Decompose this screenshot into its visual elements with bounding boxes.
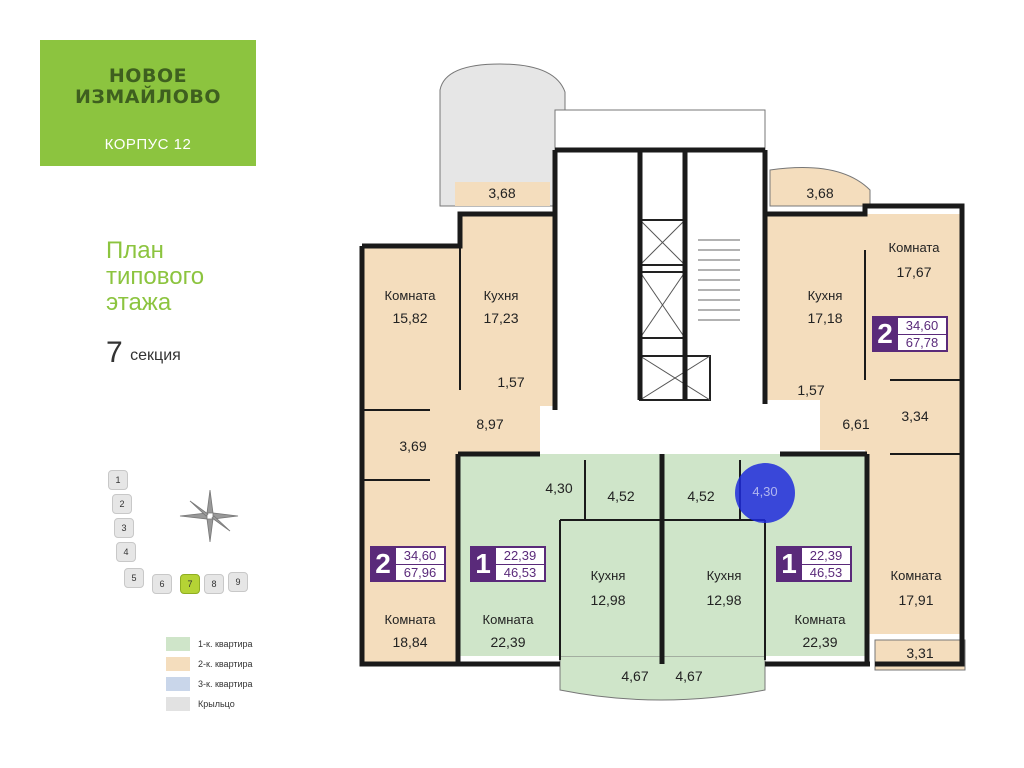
rooms-count: 1 <box>776 546 802 582</box>
bath-area: 3,34 <box>901 408 929 424</box>
logo-line-1: новое <box>108 65 188 87</box>
room-label: Комната <box>890 568 942 583</box>
kitchen-area: 17,23 <box>483 310 519 326</box>
living-area: 34,60 <box>396 548 444 565</box>
building-key-map: 1 2 3 4 5 6 7 8 9 <box>100 460 270 600</box>
room-area: 18,84 <box>392 634 428 650</box>
legend-item: 1-к. квартира <box>166 634 253 654</box>
compass-rose-icon <box>179 489 239 543</box>
kitchen-area: 12,98 <box>706 592 742 608</box>
bath-area: 3,69 <box>399 438 427 454</box>
key-block-6[interactable]: 6 <box>152 574 172 594</box>
plan-title: План типового этажа <box>106 237 205 316</box>
kitchen-label: Кухня <box>590 568 626 583</box>
room-label: Комната <box>384 612 436 627</box>
legend-swatch <box>166 657 190 671</box>
total-area: 46,53 <box>809 564 843 580</box>
legend-item: Крыльцо <box>166 694 253 714</box>
room-area: 17,91 <box>898 592 934 608</box>
key-block-4[interactable]: 4 <box>116 542 136 562</box>
brand-logo: новое измайлово корпус 12 <box>40 40 256 166</box>
marker-hall-area: 4,30 <box>752 484 778 499</box>
balcony-area: 4,67 <box>675 668 703 684</box>
living-area: 22,39 <box>802 548 850 565</box>
kitchen-area: 12,98 <box>590 592 626 608</box>
rooms-count: 1 <box>470 546 496 582</box>
hall-area: 4,30 <box>545 480 573 496</box>
legend-swatch <box>166 637 190 651</box>
wc-area: 1,57 <box>497 374 525 390</box>
key-block-5[interactable]: 5 <box>124 568 144 588</box>
room-area: 22,39 <box>490 634 526 650</box>
logo-building: корпус 12 <box>104 136 192 153</box>
logo-line-2: измайлово <box>75 86 221 108</box>
key-block-9[interactable]: 9 <box>228 572 248 592</box>
room-area: 17,67 <box>896 264 932 280</box>
key-block-3[interactable]: 3 <box>114 518 134 538</box>
room-area: 22,39 <box>802 634 838 650</box>
kitchen-label: Кухня <box>706 568 742 583</box>
wc-area: 1,57 <box>797 382 825 398</box>
legend-item: 3-к. квартира <box>166 674 253 694</box>
room-label: Комната <box>794 612 846 627</box>
bath-area: 4,52 <box>607 488 635 504</box>
room-label: Комната <box>888 240 940 255</box>
legend: 1-к. квартира 2-к. квартира 3-к. квартир… <box>166 634 253 714</box>
hall-area: 6,61 <box>842 416 870 432</box>
room-label: Комната <box>482 612 534 627</box>
legend-swatch <box>166 677 190 691</box>
key-block-8[interactable]: 8 <box>204 574 224 594</box>
rooms-count: 2 <box>872 316 898 352</box>
apartment-badge-right[interactable]: 2 34,60 67,78 <box>872 316 948 352</box>
hall-area: 8,97 <box>476 416 504 432</box>
location-marker-icon[interactable] <box>735 463 795 523</box>
apartment-badge-center-1[interactable]: 1 22,39 46,53 <box>470 546 546 582</box>
living-area: 34,60 <box>898 318 946 335</box>
balcony-area: 4,67 <box>621 668 649 684</box>
balcony-area-left: 3,68 <box>488 185 516 201</box>
balcony-area-right: 3,68 <box>806 185 834 201</box>
kitchen-label: Кухня <box>483 288 519 303</box>
room-label: Комната <box>384 288 436 303</box>
bath-area: 4,52 <box>687 488 715 504</box>
key-block-2[interactable]: 2 <box>112 494 132 514</box>
apartment-badge-left[interactable]: 2 34,60 67,96 <box>370 546 446 582</box>
total-area: 67,78 <box>905 334 939 350</box>
apartment-badge-center-2[interactable]: 1 22,39 46,53 <box>776 546 852 582</box>
room-area: 15,82 <box>392 310 428 326</box>
kitchen-label: Кухня <box>807 288 843 303</box>
living-area: 22,39 <box>496 548 544 565</box>
total-area: 67,96 <box>403 564 437 580</box>
legend-item: 2-к. квартира <box>166 654 253 674</box>
rooms-count: 2 <box>370 546 396 582</box>
balcony-area: 3,31 <box>906 645 934 661</box>
key-block-7[interactable]: 7 <box>180 574 200 594</box>
total-area: 46,53 <box>503 564 537 580</box>
legend-swatch <box>166 697 190 711</box>
kitchen-area: 17,18 <box>807 310 843 326</box>
section-label: 7 секция <box>106 336 181 369</box>
key-block-1[interactable]: 1 <box>108 470 128 490</box>
